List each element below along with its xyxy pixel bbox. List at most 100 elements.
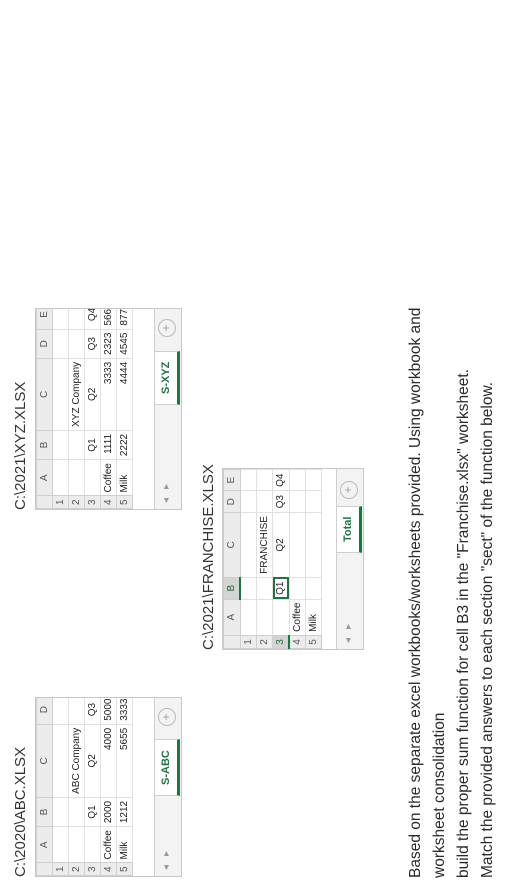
table-row: 1	[240, 469, 257, 649]
row-header[interactable]: 1	[240, 635, 257, 649]
cell[interactable]: 2222	[116, 430, 133, 460]
table-row: 5Milk1212565533335555	[116, 697, 133, 876]
column-header-b[interactable]: B	[36, 430, 53, 460]
cell[interactable]: Milk	[116, 459, 133, 496]
instructions-line-3: build the proper sum function for cell B…	[455, 369, 472, 878]
row-header[interactable]: 5	[116, 495, 133, 509]
row-header[interactable]: 3	[84, 862, 101, 876]
column-header-a[interactable]: A	[223, 599, 240, 636]
row-header[interactable]: 5	[116, 862, 133, 876]
column-header-a[interactable]: A	[36, 826, 53, 863]
cell[interactable]: 2000	[100, 797, 117, 827]
cell[interactable]: 8778	[116, 308, 133, 330]
company-title-cell[interactable]: ABC Company	[68, 724, 85, 798]
company-title-cell[interactable]: XYZ Company	[68, 358, 85, 431]
column-header-d[interactable]: D	[36, 697, 53, 725]
sheet-tab-s-xyz[interactable]: S-XYZ	[155, 350, 180, 405]
column-header-c[interactable]: C	[36, 724, 53, 798]
franchise-title-cell[interactable]: FRANCHISE	[256, 512, 273, 578]
active-cell-b3[interactable]: Q1	[272, 577, 289, 600]
cell[interactable]: 2323	[100, 329, 117, 359]
table-row: 1	[52, 308, 69, 509]
row-header[interactable]: 4	[100, 862, 117, 876]
instructions-text: Based on the separate excel workbooks/wo…	[404, 18, 500, 878]
cell[interactable]: 4545	[116, 329, 133, 359]
row-header[interactable]: 3	[272, 635, 289, 649]
cell[interactable]: 1212	[116, 797, 133, 827]
row-header[interactable]: 1	[52, 862, 69, 876]
table-row: 2 ABC Company	[68, 697, 85, 876]
row-header[interactable]: 4	[289, 635, 306, 649]
cell[interactable]: Q3	[84, 329, 101, 359]
cell[interactable]: 1111	[100, 430, 117, 460]
add-sheet-icon[interactable]: +	[158, 708, 176, 726]
cell[interactable]: Q3	[84, 697, 101, 725]
column-header-b[interactable]: B	[223, 577, 240, 600]
add-sheet-icon[interactable]: +	[340, 481, 358, 499]
instructions-line-1: Based on the separate excel workbooks/wo…	[407, 307, 424, 878]
cell[interactable]: 4000	[100, 724, 117, 798]
row-header[interactable]: 1	[52, 495, 69, 509]
tab-prev-icon[interactable]: ◂	[161, 864, 172, 870]
abc-file-path: C:\2020\ABC.XLSX	[12, 746, 29, 877]
cell[interactable]: Coffee	[289, 599, 306, 636]
column-header-d[interactable]: D	[36, 329, 53, 359]
column-header-a[interactable]: A	[36, 459, 53, 496]
sheet-tab-s-abc[interactable]: S-ABC	[155, 739, 180, 796]
row-header[interactable]: 2	[68, 495, 85, 509]
sheet-tab-total[interactable]: Total	[337, 505, 362, 553]
cell[interactable]: Q1	[84, 430, 101, 460]
column-header-e[interactable]: E	[223, 469, 240, 491]
column-header-b[interactable]: B	[36, 797, 53, 827]
cell[interactable]: 3333	[116, 697, 133, 725]
cell[interactable]: 3333	[100, 358, 117, 431]
cell[interactable]: 5000	[100, 697, 117, 725]
tab-next-icon[interactable]: ▸	[161, 483, 172, 489]
row-header[interactable]: 5	[305, 635, 322, 649]
row-header[interactable]: 4	[100, 495, 117, 509]
column-header-c[interactable]: C	[223, 512, 240, 578]
cell[interactable]: Q4	[84, 308, 101, 330]
tab-prev-icon[interactable]: ◂	[343, 637, 354, 643]
tab-next-icon[interactable]: ▸	[161, 850, 172, 856]
cell[interactable]: Q1	[84, 797, 101, 827]
tab-prev-icon[interactable]: ◂	[161, 497, 172, 503]
column-header-d[interactable]: D	[223, 490, 240, 513]
row-header[interactable]: 2	[256, 635, 273, 649]
cell[interactable]: Q2	[272, 512, 289, 578]
cell[interactable]: Q2	[84, 724, 101, 798]
cell[interactable]: Q3	[272, 490, 289, 513]
cell[interactable]: Coffee	[100, 826, 117, 863]
tab-next-icon[interactable]: ▸	[343, 623, 354, 629]
table-row: 2 XYZ Company	[68, 308, 85, 509]
column-header-c[interactable]: C	[36, 358, 53, 431]
row-header[interactable]: 3	[84, 495, 101, 509]
cell[interactable]: 4444	[116, 358, 133, 431]
table-row: 1	[52, 697, 69, 876]
cell[interactable]: 5655	[116, 724, 133, 798]
sheet-tab-bar: ◂ ▸ S-XYZ +	[154, 309, 181, 509]
table-row: 4Coffee2000400050006000	[100, 697, 117, 876]
cell[interactable]: Q4	[272, 469, 289, 491]
column-header-e[interactable]: E	[36, 308, 53, 330]
cell[interactable]: Q2	[84, 358, 101, 431]
cell[interactable]: Milk	[116, 826, 133, 863]
cell[interactable]: Milk	[305, 599, 322, 636]
add-sheet-icon[interactable]: +	[158, 319, 176, 337]
cell[interactable]: 5667	[100, 308, 117, 330]
row-header[interactable]: 2	[68, 862, 85, 876]
cell[interactable]: Coffee	[100, 459, 117, 496]
